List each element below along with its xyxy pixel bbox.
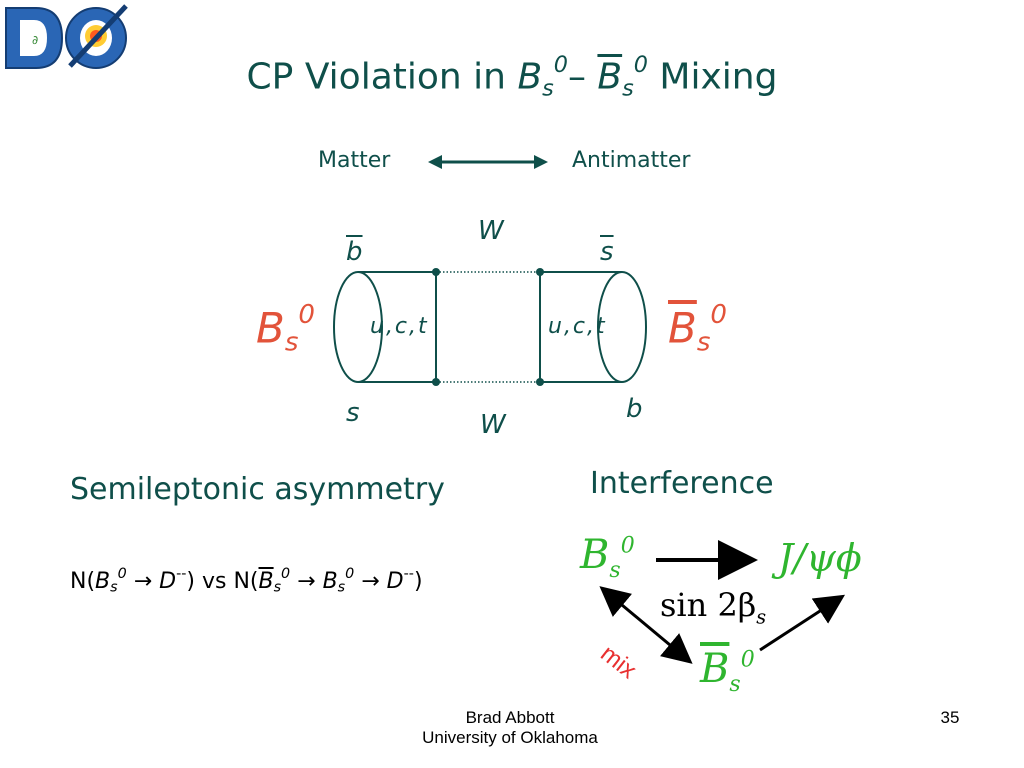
s-bottom-label: s [346, 398, 360, 428]
b-bottom-label: b [626, 394, 643, 424]
page-number: 35 [940, 708, 960, 727]
interference-final-state: J/ψϕ [778, 536, 862, 580]
b-bar-label: b [346, 237, 363, 267]
sin-2beta-label: sin 2βs [660, 586, 767, 629]
footer-author: Brad Abbott University of Oklahoma [380, 708, 640, 748]
box-diagram [320, 262, 660, 392]
matter-label: Matter [318, 148, 391, 173]
semileptonic-heading: Semileptonic asymmetry [70, 472, 445, 507]
interference-heading: Interference [590, 466, 774, 501]
uct-right-label: u,c,t [548, 314, 607, 339]
bs-bar-meson-label: Bs0 [668, 300, 727, 358]
antimatter-label: Antimatter [572, 148, 691, 173]
footer-name: Brad Abbott [465, 708, 555, 727]
bs-meson-label: Bs0 [256, 300, 315, 358]
w-bottom-label: W [480, 410, 506, 440]
d0-logo: ∂ [0, 0, 136, 72]
double-arrow-icon [428, 152, 548, 172]
w-top-label: W [478, 216, 504, 246]
interference-diagram [570, 528, 910, 708]
uct-left-label: u,c,t [370, 314, 429, 339]
s-bar-label: s [600, 237, 614, 267]
interference-bs-label: Bs0 [580, 532, 635, 583]
interference-bsbar-label: Bs0 [700, 646, 755, 697]
footer-affiliation: University of Oklahoma [422, 728, 598, 747]
page-title: CP Violation in Bs0– Bs0 Mixing [246, 52, 778, 102]
svg-text:∂: ∂ [32, 33, 38, 47]
semileptonic-expression: N(Bs0 → D--) vs N(Bs0 → Bs0 → D--) [70, 566, 423, 596]
